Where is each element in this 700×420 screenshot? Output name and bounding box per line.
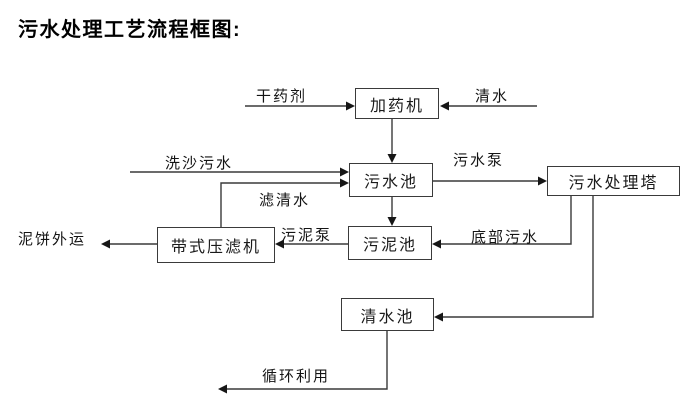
connector-bottom-sewage — [432, 196, 572, 249]
connector-filtered-water — [220, 178, 349, 227]
edge-label-recycle-use: 循环利用 — [262, 368, 331, 385]
edge-label-sludge-pump: 污泥泵 — [281, 227, 333, 244]
node-belt-filter-press: 带式压滤机 — [157, 227, 275, 263]
diagram-title: 污水处理工艺流程框图: — [18, 19, 242, 41]
node-dosing-machine: 加药机 — [355, 88, 439, 119]
node-belt-filter-press-label: 带式压滤机 — [170, 239, 261, 256]
node-dosing-machine-label: 加药机 — [369, 97, 424, 115]
connector-clean-water — [440, 101, 537, 111]
node-clean-water-pool-label: 清水池 — [360, 308, 415, 326]
connector-sewage-to-sludge — [387, 197, 397, 226]
edge-label-filtered-water: 滤清水 — [259, 192, 311, 209]
node-treatment-tower-label: 污水处理塔 — [568, 175, 659, 192]
connector-dry-agent — [245, 101, 355, 111]
connector-sludge-pump — [275, 239, 348, 249]
connector-dosing-to-sewage — [387, 119, 397, 163]
node-sewage-pool: 污水池 — [349, 163, 433, 197]
edge-label-sewage-pump: 污水泵 — [453, 152, 505, 169]
edge-label-bottom-sewage: 底部污水 — [471, 229, 540, 246]
connector-tower-to-clean — [434, 196, 594, 322]
connector-sand-washing — [130, 167, 349, 177]
edge-label-mud-cake-out: 泥饼外运 — [18, 231, 87, 248]
edge-label-dry-agent: 干药剂 — [256, 88, 308, 105]
node-sewage-pool-label: 污水池 — [363, 174, 418, 191]
edge-label-sand-washing-sewage: 洗沙污水 — [165, 155, 234, 172]
node-clean-water-pool: 清水池 — [341, 298, 434, 331]
node-treatment-tower: 污水处理塔 — [547, 166, 680, 196]
connector-sewage-pump — [433, 176, 547, 186]
connector-mud-cake-out — [101, 239, 157, 249]
connector-recycle — [218, 331, 388, 394]
node-sludge-pool: 污泥池 — [348, 226, 432, 260]
node-sludge-pool-label: 污泥池 — [362, 237, 417, 254]
edge-label-clean-water: 清水 — [475, 88, 510, 105]
